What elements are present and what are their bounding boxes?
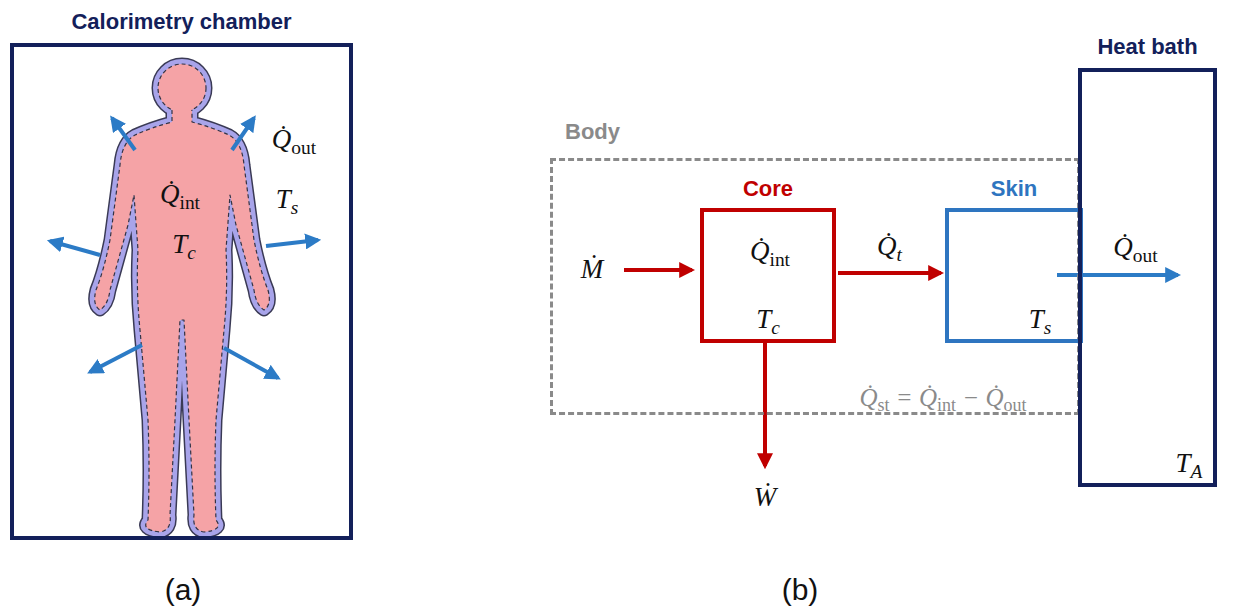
figure-outline xyxy=(95,110,270,532)
chamber-box: Calorimetry chamber xyxy=(10,43,353,540)
symbol-subscript: int xyxy=(769,249,790,270)
heat-arrow xyxy=(50,241,100,255)
symbol-base: T xyxy=(1176,448,1191,478)
work-arrow xyxy=(763,342,767,466)
temperature-symbol: Ts xyxy=(276,184,299,215)
symbol-base: Q̇ xyxy=(272,124,292,154)
neck-fill xyxy=(173,108,191,116)
heat-loss-arrows xyxy=(50,118,318,378)
human-figure xyxy=(95,64,270,532)
symbol-subscript: out xyxy=(1003,395,1026,415)
temperature-symbol: Tc xyxy=(756,304,780,335)
box-heading: Core xyxy=(743,176,793,201)
panel-caption: (b) xyxy=(782,573,819,608)
symbol-subscript: int xyxy=(937,395,956,415)
skin-layer xyxy=(158,64,206,112)
heat-flow-arrow xyxy=(838,271,941,275)
symbol-subscript: out xyxy=(291,137,316,158)
symbol-subscript: c xyxy=(771,317,780,338)
connector-layer xyxy=(838,273,1178,275)
temperature-symbol: TA xyxy=(1176,448,1203,479)
symbol-base: Q̇ xyxy=(985,384,1003,411)
box-heading: Skin xyxy=(991,176,1037,201)
symbol-base: Q̇ xyxy=(160,179,180,209)
heat-symbol: Q̇int xyxy=(160,179,200,210)
heat-symbol: Q̇int xyxy=(750,236,790,267)
symbol-subscript: st xyxy=(878,395,890,415)
symbol-base: T xyxy=(172,229,187,259)
symbol-subscript: A xyxy=(1191,461,1203,482)
symbol-base: Q̇ xyxy=(919,384,937,411)
temperature-symbol: Tc xyxy=(172,229,196,260)
body-region: BodyQ̇st = Q̇int − Q̇outCoreQ̇intTcSkinT… xyxy=(550,158,1080,415)
symbol-base: Q̇ xyxy=(877,231,897,261)
symbol-subscript: out xyxy=(1133,245,1158,266)
symbol-subscript: s xyxy=(291,197,299,218)
symbol-subscript: t xyxy=(897,244,902,265)
skin-layer xyxy=(95,110,270,532)
core-region xyxy=(95,110,270,532)
heat-arrow xyxy=(232,118,254,150)
box-heading: Heat bath xyxy=(1097,34,1197,59)
skin-box: SkinTs xyxy=(945,208,1083,343)
figure-outline xyxy=(158,64,206,112)
region-heading: Body xyxy=(565,119,620,144)
balance-equation: Q̇st = Q̇int − Q̇out xyxy=(860,384,1027,413)
symbol-base: T xyxy=(1029,304,1044,334)
work-symbol: Ẇ xyxy=(754,482,777,513)
edge-label: Q̇out xyxy=(1110,232,1160,263)
symbol-subscript: int xyxy=(179,192,200,213)
panel-caption: (a) xyxy=(165,573,202,608)
heat-arrow xyxy=(224,348,278,378)
edge-label: Q̇t xyxy=(874,231,905,262)
symbol-base: Q̇ xyxy=(1113,232,1133,262)
heat-arrow xyxy=(112,118,135,150)
heat-arrow xyxy=(266,240,318,246)
symbol-base: Q̇ xyxy=(750,236,770,266)
temperature-symbol: Ts xyxy=(1029,304,1052,335)
heat-symbol: Q̇out xyxy=(272,124,316,155)
input-arrow xyxy=(624,268,692,272)
core-box: CoreQ̇intTc xyxy=(700,208,836,343)
symbol-subscript: c xyxy=(187,242,196,263)
symbol-subscript: s xyxy=(1044,317,1052,338)
input-symbol: Ṁ xyxy=(581,254,604,285)
heat-bath-box: Heat bathTA xyxy=(1078,68,1217,487)
box-heading: Calorimetry chamber xyxy=(71,9,291,34)
symbol-base: T xyxy=(276,184,291,214)
heat-out-arrow xyxy=(1057,273,1178,277)
core-region xyxy=(158,64,206,112)
symbol-base: T xyxy=(756,304,771,334)
heat-arrow xyxy=(90,345,142,372)
symbol-base: Q̇ xyxy=(860,384,878,411)
